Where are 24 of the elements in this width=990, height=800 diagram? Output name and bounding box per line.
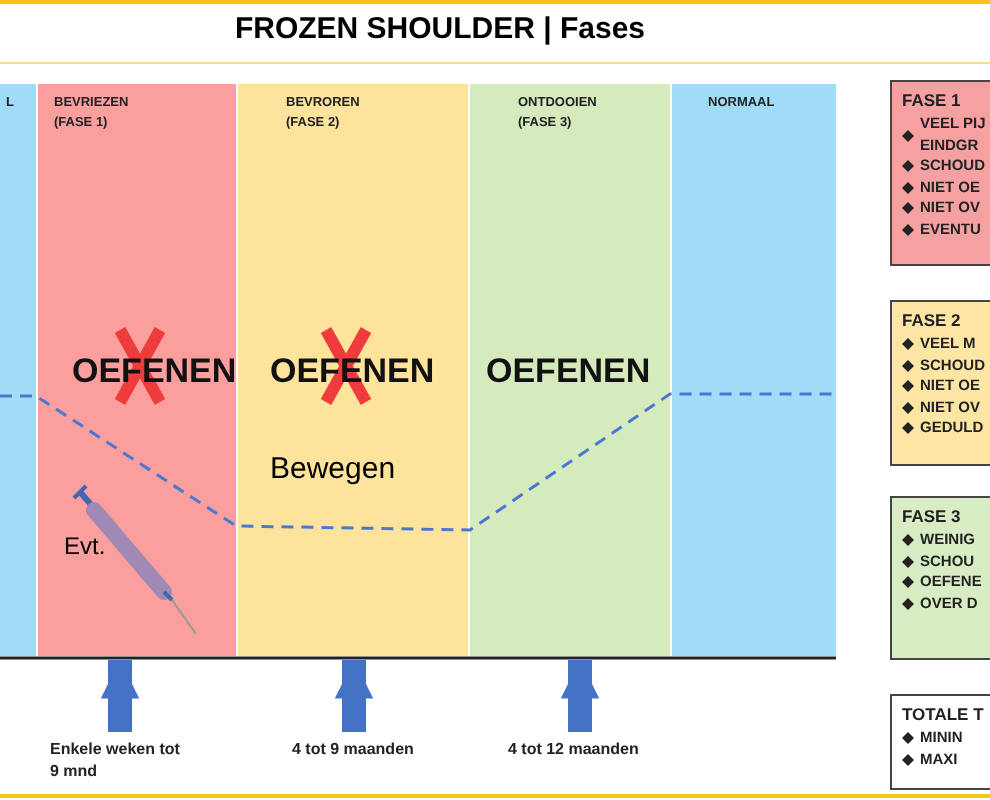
duration-label: 4 tot 9 maanden [292, 738, 452, 760]
block-arrow [100, 660, 140, 732]
phase-column [672, 84, 836, 656]
phase-column [38, 84, 236, 656]
exercise-label: OEFENEN [72, 352, 237, 392]
card-heading: FASE 2 [902, 310, 963, 330]
duration-label: Enkele weken tot 9 mnd [50, 738, 190, 782]
block-arrow [334, 660, 374, 732]
phase-column [0, 84, 36, 656]
phase-card [890, 496, 990, 660]
title: FROZEN SHOULDER | Fases [232, 12, 648, 46]
card-heading: FASE 1 [902, 90, 963, 110]
exercise-label: OEFENEN [486, 352, 651, 392]
phase-card [890, 300, 990, 466]
phase-card [890, 80, 990, 266]
card-heading: FASE 3 [902, 506, 963, 526]
duration-label: 4 tot 12 maanden [508, 738, 668, 760]
phase-column [470, 84, 670, 656]
optional-label: Evt. [64, 532, 106, 560]
card-heading: TOTALE T [902, 704, 986, 724]
move-label: Bewegen [270, 452, 396, 486]
block-arrow [560, 660, 600, 732]
phase-card [890, 694, 990, 790]
phase-column [238, 84, 468, 656]
